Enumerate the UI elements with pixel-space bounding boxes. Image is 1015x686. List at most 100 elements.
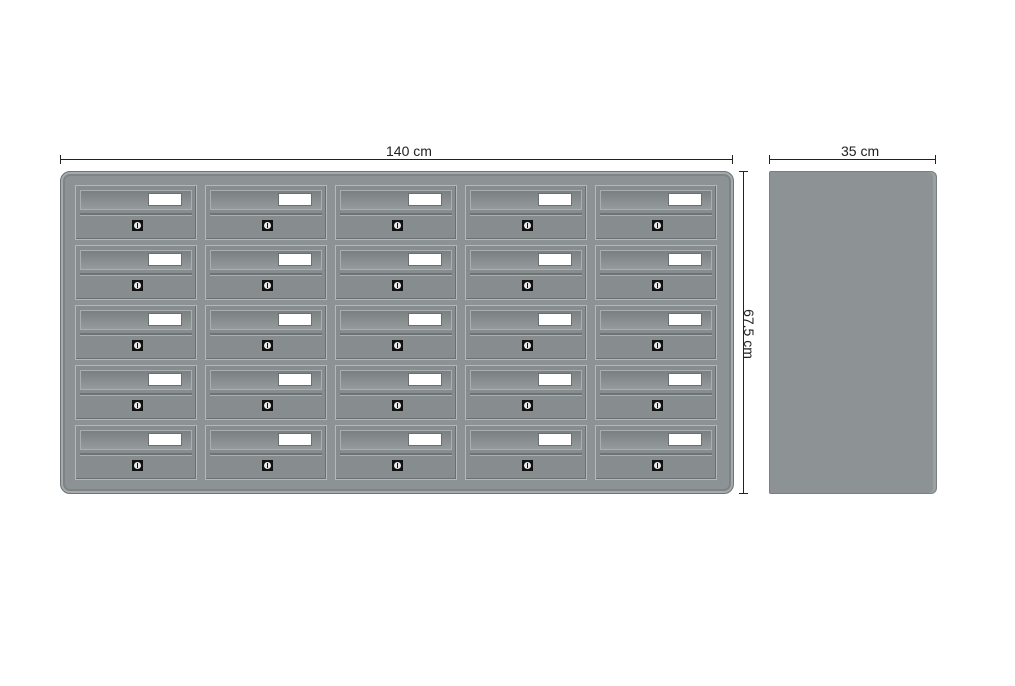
name-plate: [148, 313, 182, 326]
height-dimension-line: [739, 171, 748, 494]
mailbox-lock-icon: [262, 340, 273, 351]
mailbox-lock-icon: [652, 460, 663, 471]
door-divider-line: [470, 453, 582, 455]
name-plate: [538, 373, 572, 386]
door-divider-line: [470, 333, 582, 335]
mailbox-compartment: [595, 425, 717, 480]
name-plate: [408, 193, 442, 206]
width-dimension-line: [60, 155, 733, 164]
mailbox-lock-icon: [522, 280, 533, 291]
mailbox-lock-icon: [392, 460, 403, 471]
door-divider-line: [600, 273, 712, 275]
mailbox-cabinet-front-view: [60, 171, 734, 494]
mailbox-lock-icon: [392, 220, 403, 231]
mailbox-lock-icon: [652, 220, 663, 231]
mailbox-lock-icon: [262, 400, 273, 411]
name-plate: [278, 313, 312, 326]
name-plate: [148, 193, 182, 206]
depth-dimension-line: [769, 155, 936, 164]
mailbox-compartment: [75, 305, 197, 360]
depth-dimension-label: 35 cm: [841, 143, 880, 159]
mailbox-compartment: [75, 365, 197, 420]
door-divider-line: [340, 393, 452, 395]
mailbox-compartment: [335, 425, 457, 480]
mailbox-lock-icon: [132, 340, 143, 351]
mailbox-compartment: [75, 245, 197, 300]
mailbox-compartment: [465, 365, 587, 420]
name-plate: [408, 313, 442, 326]
mailbox-compartment: [205, 425, 327, 480]
name-plate: [278, 193, 312, 206]
mailbox-compartment: [205, 245, 327, 300]
mailbox-lock-icon: [392, 280, 403, 291]
mailbox-lock-icon: [652, 340, 663, 351]
door-divider-line: [80, 453, 192, 455]
mailbox-lock-icon: [392, 340, 403, 351]
mailbox-compartment: [465, 305, 587, 360]
door-divider-line: [470, 393, 582, 395]
door-divider-line: [210, 453, 322, 455]
mailbox-compartment: [335, 185, 457, 240]
door-divider-line: [340, 453, 452, 455]
mailbox-lock-icon: [262, 280, 273, 291]
mailbox-compartment: [465, 245, 587, 300]
mailbox-compartment: [465, 185, 587, 240]
mailbox-lock-icon: [652, 400, 663, 411]
name-plate: [278, 433, 312, 446]
door-divider-line: [80, 213, 192, 215]
mailbox-compartment: [335, 365, 457, 420]
mailbox-lock-icon: [652, 280, 663, 291]
mailbox-compartment: [595, 365, 717, 420]
mailbox-compartment: [205, 365, 327, 420]
door-divider-line: [80, 333, 192, 335]
name-plate: [538, 433, 572, 446]
name-plate: [408, 373, 442, 386]
mailbox-lock-icon: [522, 400, 533, 411]
name-plate: [408, 433, 442, 446]
name-plate: [668, 433, 702, 446]
mailbox-lock-icon: [132, 460, 143, 471]
mailbox-compartment: [595, 305, 717, 360]
door-divider-line: [80, 393, 192, 395]
name-plate: [668, 313, 702, 326]
mailbox-lock-icon: [132, 400, 143, 411]
door-divider-line: [470, 213, 582, 215]
mailbox-compartment: [335, 245, 457, 300]
mailbox-compartment: [595, 245, 717, 300]
mailbox-compartment: [75, 185, 197, 240]
door-divider-line: [600, 453, 712, 455]
mailbox-lock-icon: [522, 460, 533, 471]
mailbox-compartment: [335, 305, 457, 360]
name-plate: [538, 253, 572, 266]
mailbox-lock-icon: [262, 460, 273, 471]
mailbox-lock-icon: [262, 220, 273, 231]
name-plate: [148, 373, 182, 386]
mailbox-compartment: [465, 425, 587, 480]
mailbox-compartment: [595, 185, 717, 240]
door-divider-line: [470, 273, 582, 275]
name-plate: [668, 373, 702, 386]
door-divider-line: [600, 213, 712, 215]
mailbox-compartment: [205, 185, 327, 240]
door-divider-line: [210, 213, 322, 215]
name-plate: [148, 433, 182, 446]
door-divider-line: [210, 333, 322, 335]
name-plate: [668, 193, 702, 206]
door-divider-line: [340, 213, 452, 215]
door-divider-line: [210, 393, 322, 395]
height-dimension-label: 67.5 cm: [740, 309, 757, 359]
mailbox-lock-icon: [392, 400, 403, 411]
mailbox-lock-icon: [522, 220, 533, 231]
name-plate: [278, 373, 312, 386]
mailbox-lock-icon: [522, 340, 533, 351]
name-plate: [408, 253, 442, 266]
name-plate: [668, 253, 702, 266]
door-divider-line: [600, 333, 712, 335]
mailbox-cabinet-side-view: [769, 171, 937, 494]
door-divider-line: [340, 333, 452, 335]
door-divider-line: [340, 273, 452, 275]
mailbox-lock-icon: [132, 220, 143, 231]
name-plate: [278, 253, 312, 266]
name-plate: [538, 193, 572, 206]
door-divider-line: [210, 273, 322, 275]
